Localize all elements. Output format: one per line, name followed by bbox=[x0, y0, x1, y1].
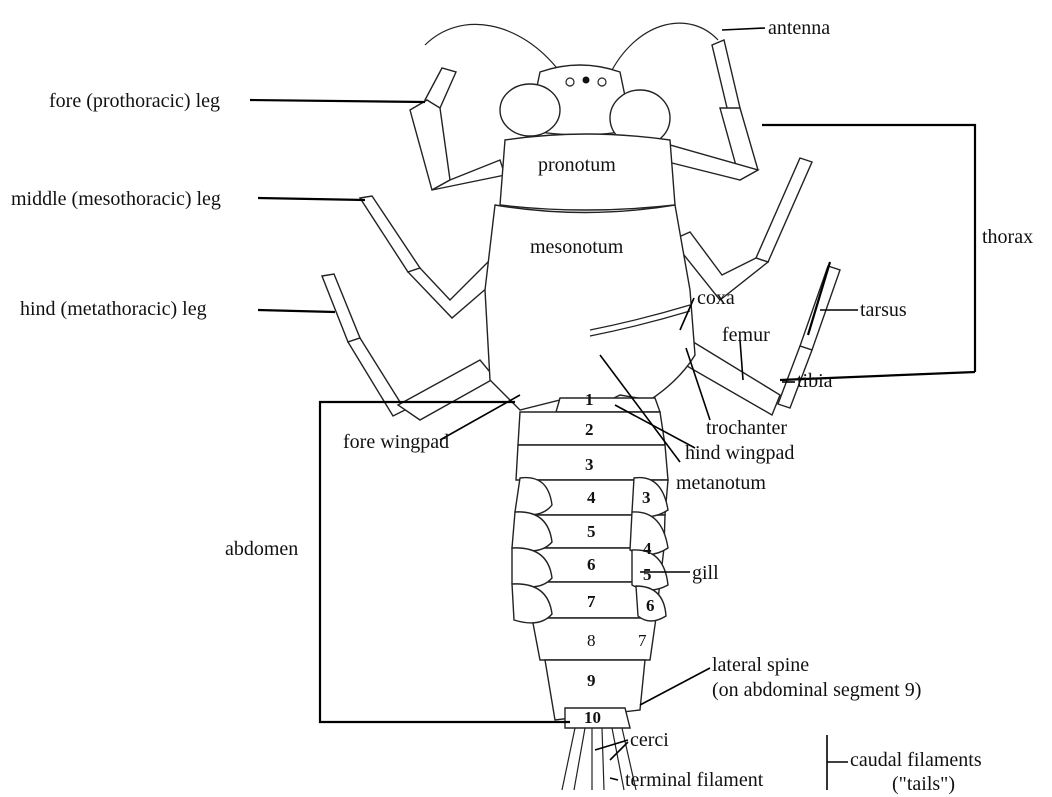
right-antenna-icon bbox=[612, 23, 718, 70]
gill-number-7: 7 bbox=[638, 632, 647, 649]
label-lateral-spine-note: (on abdominal segment 9) bbox=[712, 680, 921, 700]
segment-number-4: 4 bbox=[587, 489, 596, 506]
segment-number-7: 7 bbox=[587, 593, 596, 610]
segment-number-1: 1 bbox=[585, 391, 594, 408]
head bbox=[425, 23, 718, 146]
label-lateral-spine: lateral spine bbox=[712, 655, 809, 675]
label-tibia: tibia bbox=[797, 371, 833, 391]
label-hind-wingpad: hind wingpad bbox=[685, 443, 794, 463]
label-terminal-filament: terminal filament bbox=[625, 770, 763, 790]
segment-number-2: 2 bbox=[585, 421, 594, 438]
label-pronotum: pronotum bbox=[538, 155, 616, 175]
label-abdomen: abdomen bbox=[225, 539, 298, 559]
label-thorax: thorax bbox=[982, 227, 1033, 247]
label-coxa: coxa bbox=[697, 288, 735, 308]
gill-number-6: 6 bbox=[646, 597, 655, 614]
gill-number-4: 4 bbox=[643, 540, 652, 557]
segment-number-3: 3 bbox=[585, 456, 594, 473]
gill-number-3: 3 bbox=[642, 489, 651, 506]
segment-number-8: 8 bbox=[587, 632, 596, 649]
label-tarsus: tarsus bbox=[860, 300, 907, 320]
label-caudal-filaments: caudal filaments bbox=[850, 750, 982, 770]
label-metanotum: metanotum bbox=[676, 473, 766, 493]
label-femur: femur bbox=[722, 325, 770, 345]
gill-number-5: 5 bbox=[643, 566, 652, 583]
segment-number-9: 9 bbox=[587, 672, 596, 689]
label-hind-leg: hind (metathoracic) leg bbox=[20, 299, 207, 319]
label-trochanter: trochanter bbox=[706, 418, 787, 438]
left-antenna-icon bbox=[425, 24, 560, 72]
label-fore-leg: fore (prothoracic) leg bbox=[49, 91, 220, 111]
label-antenna: antenna bbox=[768, 18, 830, 38]
label-fore-wingpad: fore wingpad bbox=[343, 432, 449, 452]
segment-number-6: 6 bbox=[587, 556, 596, 573]
left-eye-icon bbox=[500, 84, 560, 136]
segment-number-10: 10 bbox=[584, 709, 601, 726]
label-cerci: cerci bbox=[630, 730, 669, 750]
label-gill: gill bbox=[692, 563, 719, 583]
label-middle-leg: middle (mesothoracic) leg bbox=[11, 189, 221, 209]
label-mesonotum: mesonotum bbox=[530, 237, 623, 257]
label-caudal-tails: ("tails") bbox=[892, 774, 955, 794]
segment-number-5: 5 bbox=[587, 523, 596, 540]
